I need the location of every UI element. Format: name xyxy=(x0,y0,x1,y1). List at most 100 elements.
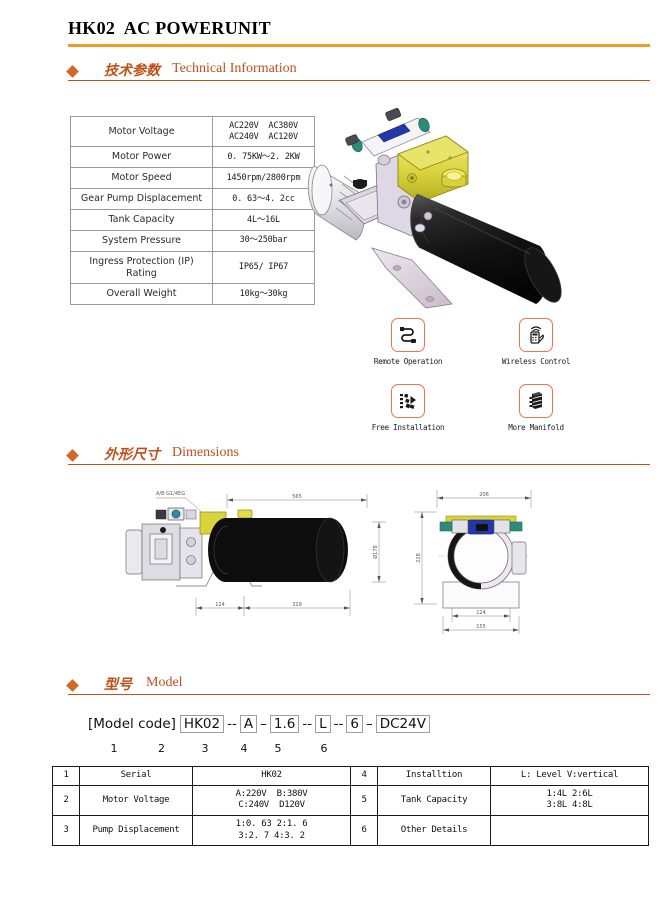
feature-label: Free Installation xyxy=(371,423,445,432)
legend-index: 2 xyxy=(52,784,80,817)
table-row: Tank Capacity 4L～16L xyxy=(70,208,315,231)
dim-port-callout: A/B G1/4EG xyxy=(156,491,185,497)
section-rule xyxy=(68,694,650,696)
table-row: System Pressure 30～250bar xyxy=(70,229,315,252)
section-title-en: Model xyxy=(146,675,183,690)
diamond-bullet-icon xyxy=(66,65,79,78)
model-code-separator: -- xyxy=(302,716,313,732)
spec-label: Overall Weight xyxy=(70,283,213,306)
page-title: HK02 AC POWERUNIT xyxy=(68,18,271,38)
section-rule xyxy=(68,464,650,466)
legend-value: HK02 xyxy=(192,766,351,786)
legend-index: 1 xyxy=(52,766,80,786)
feature-wireless-control: Wireless Control xyxy=(480,318,592,366)
table-row: 3 Pump Displacement 1:0. 63 2:1. 6 3:2. … xyxy=(52,815,649,847)
feature-label: Wireless Control xyxy=(501,357,571,366)
section-title-cn: 技术参数 xyxy=(104,64,160,79)
section-header-dimensions: 外形尺寸 Dimensions xyxy=(66,445,650,468)
spec-value: AC220V AC380V AC240V AC120V xyxy=(212,115,315,148)
section-title-cn: 型号 xyxy=(104,678,132,693)
model-code-string: [Model code] HK02 -- A – 1.6 -- L -- 6 –… xyxy=(88,712,430,736)
dim-overall-length: 565 xyxy=(292,494,302,500)
legend-value-line: 3:8L 4:8L xyxy=(546,800,593,811)
dim-tank-diameter: Ø178 xyxy=(372,545,379,558)
spec-label: System Pressure xyxy=(70,229,213,252)
model-code-index-1: 1 xyxy=(110,741,118,755)
spec-label: Tank Capacity xyxy=(70,208,213,231)
table-row: Gear Pump Displacement 0. 63～4. 2cc xyxy=(70,188,315,210)
specification-table: Motor Voltage AC220V AC380V AC240V AC120… xyxy=(70,115,315,306)
legend-name: Other Details xyxy=(377,815,491,847)
spec-value-line: 0. 75KW～2. 2KW xyxy=(227,151,300,162)
model-legend-table: 1 Serial HK02 4 Installtion L: Level V:v… xyxy=(52,766,649,847)
dim-end-width: 206 xyxy=(479,492,489,498)
spec-value-line: 1450rpm/2800rpm xyxy=(226,172,301,183)
section-header-model: 型号 Model xyxy=(66,675,650,698)
feature-free-installation: Free Installation xyxy=(352,384,464,432)
model-code-separator: -- xyxy=(333,716,344,732)
table-row: 2 Motor Voltage A:220V B:380V C:240V D12… xyxy=(52,784,649,817)
feature-remote-operation: Remote Operation xyxy=(352,318,464,366)
diamond-bullet-icon xyxy=(66,679,79,692)
product-image-hydraulic-power-unit xyxy=(300,107,595,313)
legend-name: Pump Displacement xyxy=(79,815,193,847)
legend-value-line: 1:4L 2:6L xyxy=(546,788,593,799)
model-code-separator: – xyxy=(365,716,373,732)
legend-value-line: L: Level V:vertical xyxy=(520,770,619,780)
legend-name: Tank Capacity xyxy=(377,784,491,817)
spec-value-line: AC240V AC120V xyxy=(229,131,298,142)
remote-cable-icon xyxy=(391,318,425,352)
model-code-segment-2: A xyxy=(239,714,258,734)
table-row: 1 Serial HK02 4 Installtion L: Level V:v… xyxy=(52,766,649,786)
dimension-drawings: 565 Ø178 124 319 A/B G1/4EG 206 228 124 … xyxy=(0,486,670,656)
legend-value-line: A:220V B:380V xyxy=(235,788,308,799)
model-code-index-3: 3 xyxy=(201,741,209,755)
legend-name-text: Pump Displacement xyxy=(92,824,180,835)
free-installation-icon xyxy=(391,384,425,418)
legend-name: Serial xyxy=(79,766,193,786)
spec-value-line: 30～250bar xyxy=(239,235,288,246)
model-code-index-6: 6 xyxy=(320,741,328,755)
spec-value-line: 10kg～30kg xyxy=(239,289,288,299)
model-code-separator: -- xyxy=(227,716,237,732)
legend-index: 6 xyxy=(350,815,378,847)
model-code-index-4: 4 xyxy=(240,741,248,755)
wireless-remote-hand-icon xyxy=(519,318,553,352)
feature-label: More Manifold xyxy=(508,423,564,432)
section-title-cn: 外形尺寸 xyxy=(104,448,160,463)
spec-value-line: 0. 63～4. 2cc xyxy=(232,193,295,204)
spec-value: 10kg～30kg xyxy=(212,283,315,306)
table-row: Motor Speed 1450rpm/2800rpm xyxy=(70,167,315,189)
model-code-index-5: 5 xyxy=(274,741,282,755)
model-code-index-2: 2 xyxy=(158,741,165,755)
legend-value-line: 3:2. 7 4:3. 2 xyxy=(238,830,305,841)
dim-end-height: 228 xyxy=(416,553,422,563)
section-title-en: Technical Information xyxy=(172,61,297,76)
title-underline-rule xyxy=(68,44,650,47)
feature-icon-group: Remote Operation Wireless Control xyxy=(352,318,592,448)
model-code-segment-3: 1.6 xyxy=(269,714,300,734)
legend-index: 4 xyxy=(350,766,378,786)
spec-value: 30～250bar xyxy=(212,229,315,252)
section-title-en: Dimensions xyxy=(172,445,239,460)
feature-label: Remote Operation xyxy=(373,357,443,366)
model-code-segment-5: 6 xyxy=(346,714,363,734)
legend-value: 1:0. 63 2:1. 6 3:2. 7 4:3. 2 xyxy=(192,815,351,847)
spec-label: Motor Voltage xyxy=(70,115,213,148)
section-header-technical: 技术参数 Technical Information xyxy=(66,61,650,84)
legend-value-line: 1:0. 63 2:1. 6 xyxy=(235,819,308,830)
legend-value-line: C:240V D120V xyxy=(238,800,305,811)
spec-value-line: IP65/ IP67 xyxy=(238,262,289,273)
model-code-segment-4: L xyxy=(315,714,331,734)
model-code-prefix: [Model code] xyxy=(88,716,176,732)
model-code-separator: – xyxy=(260,716,267,732)
spec-label: Motor Speed xyxy=(70,167,213,189)
legend-value-line: HK02 xyxy=(261,770,282,780)
spec-value-line: AC220V AC380V xyxy=(229,121,298,131)
legend-value: 1:4L 2:6L 3:8L 4:8L xyxy=(490,784,649,817)
spec-label: Gear Pump Displacement xyxy=(70,188,213,210)
diamond-bullet-icon xyxy=(66,449,79,462)
dim-base-rear: 319 xyxy=(292,602,302,608)
section-rule xyxy=(68,80,650,82)
spec-label: Ingress Protection (IP) Rating xyxy=(70,250,213,285)
